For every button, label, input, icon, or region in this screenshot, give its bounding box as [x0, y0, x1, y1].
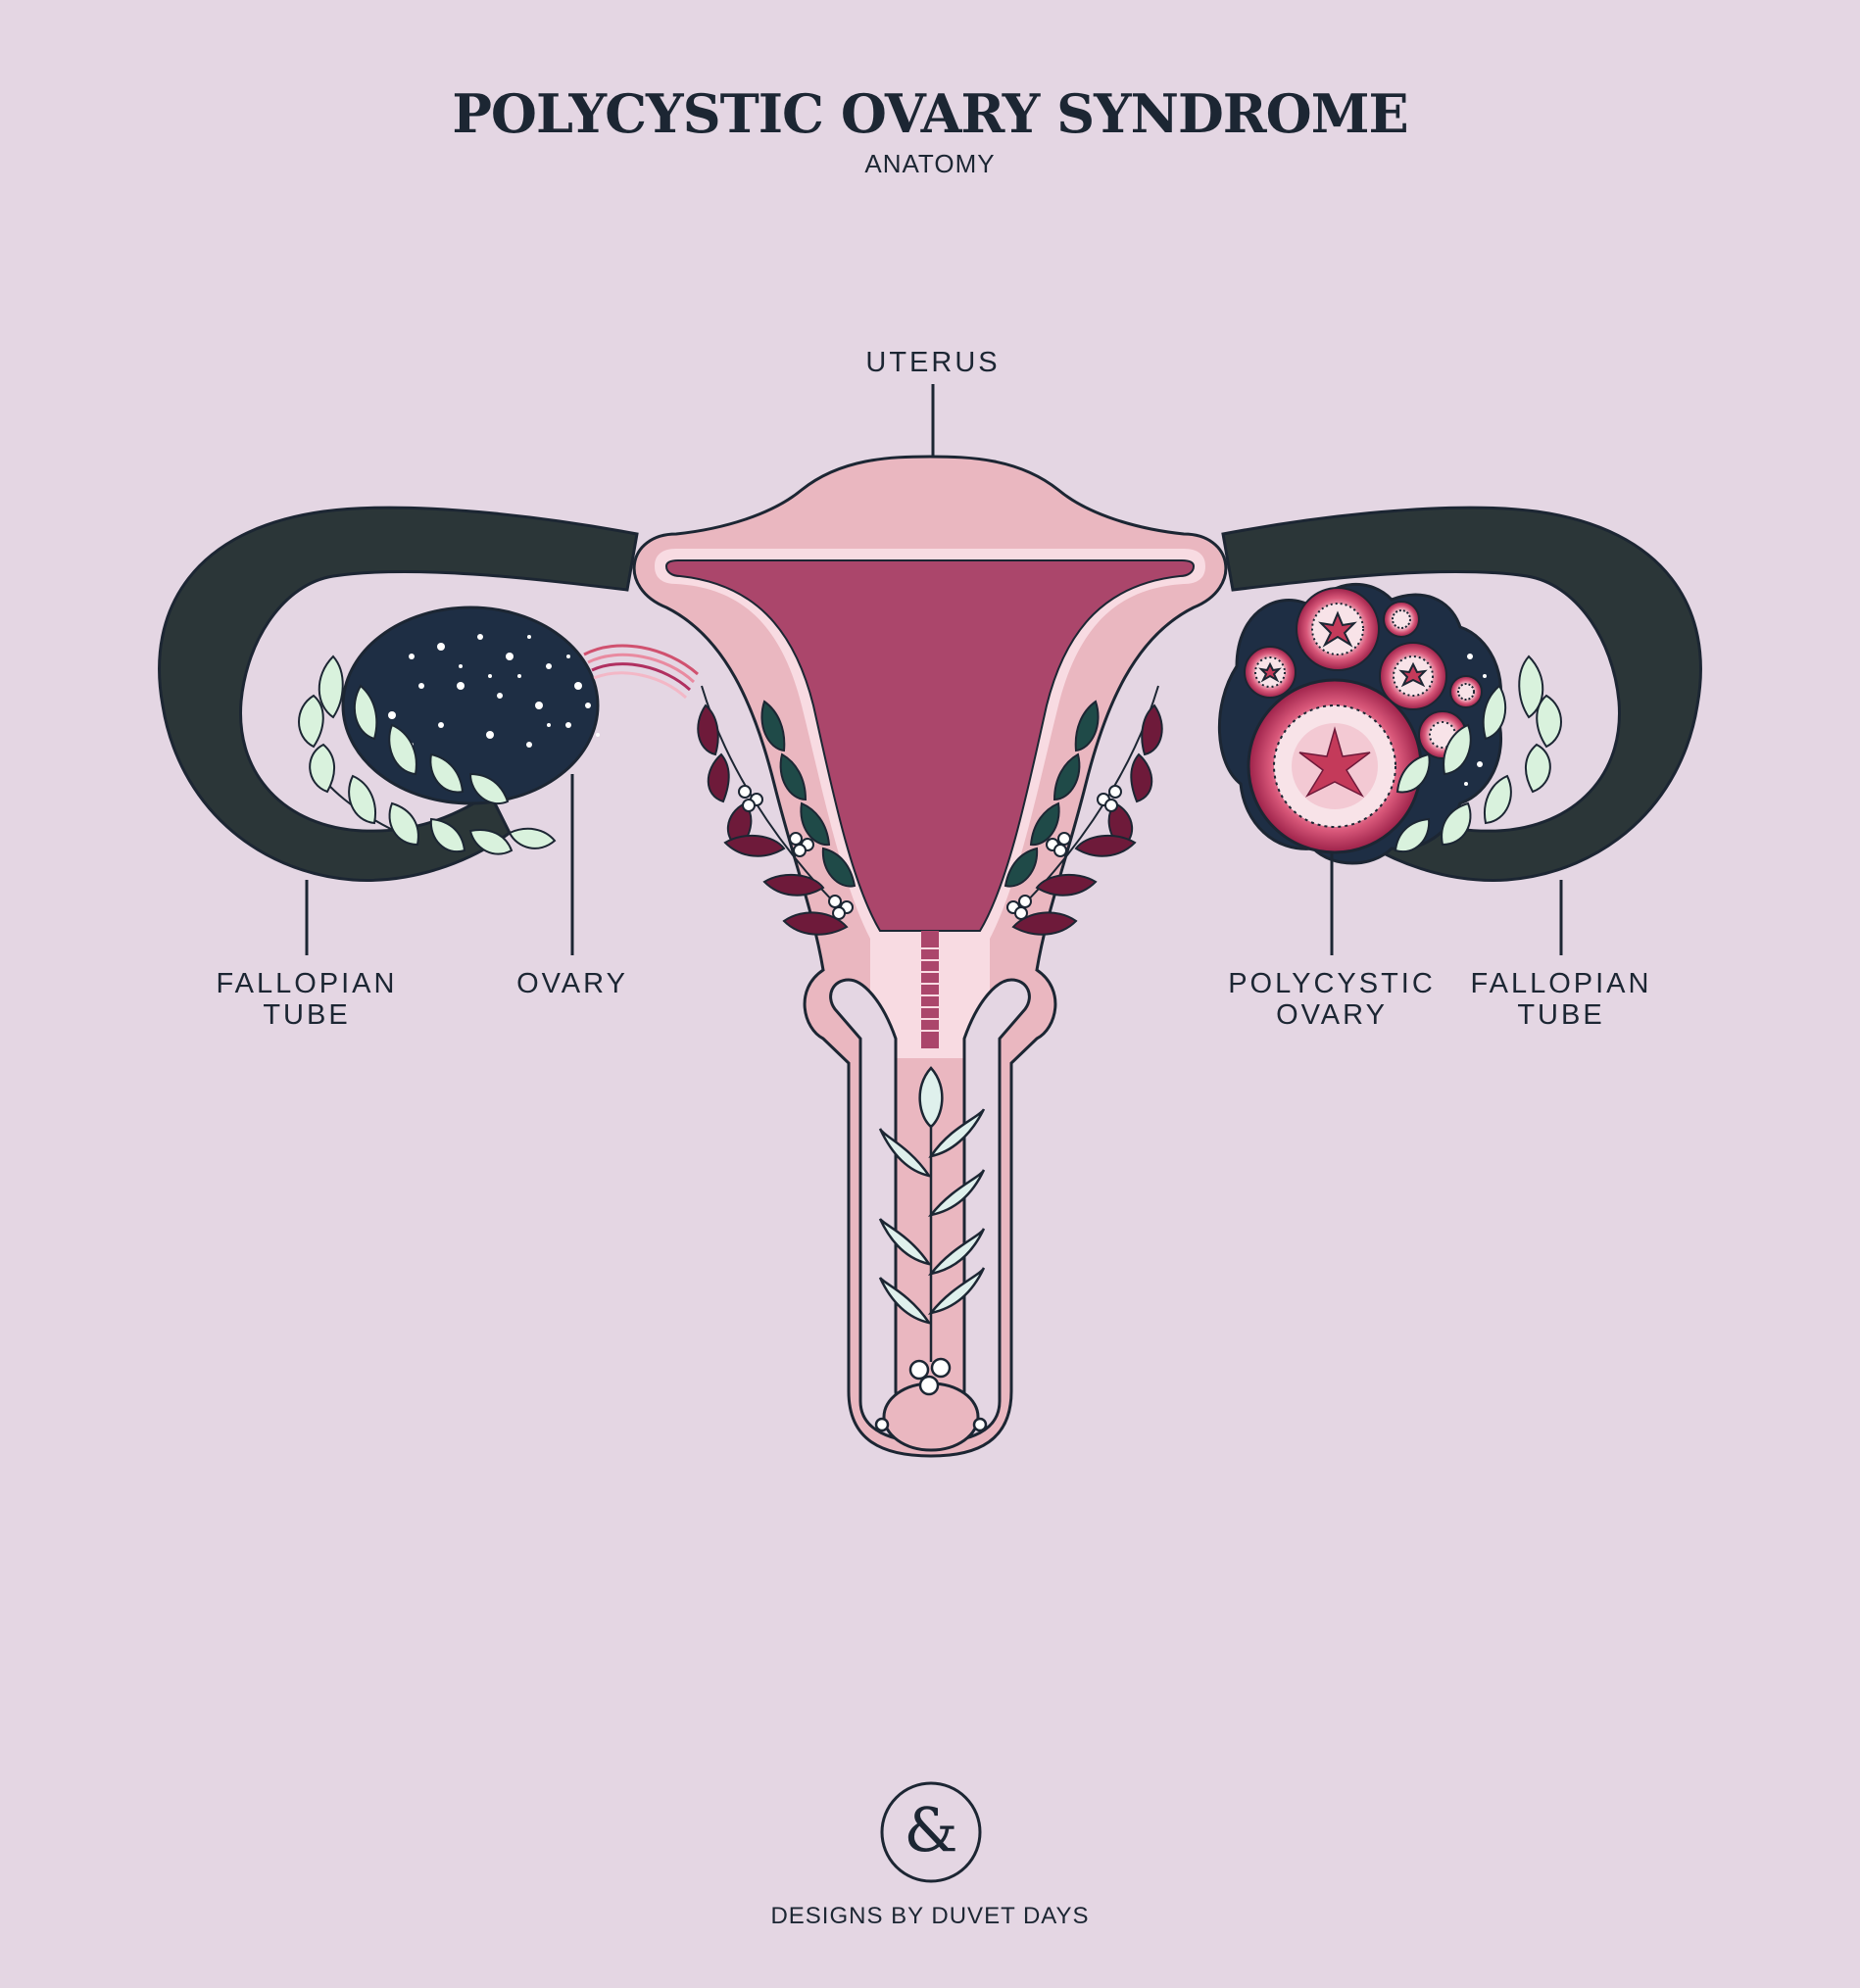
label-fallopian-tube-left-line1: FALLOPIAN [189, 968, 424, 999]
label-polycystic-ovary-line2: OVARY [1204, 999, 1459, 1031]
label-uterus: UTERUS [835, 347, 1031, 378]
label-polycystic-ovary-line1: POLYCYSTIC [1204, 968, 1459, 999]
ovary-left-shape [343, 607, 698, 803]
uterus-shape [634, 457, 1226, 1456]
label-fallopian-tube-left-line2: TUBE [189, 999, 424, 1031]
label-fallopian-tube-right-line1: FALLOPIAN [1444, 968, 1679, 999]
label-fallopian-tube-right: FALLOPIAN TUBE [1444, 968, 1679, 1031]
logo-ampersand: & [882, 1791, 980, 1869]
credit-text: DESIGNS BY DUVET DAYS [0, 1903, 1860, 1930]
label-fallopian-tube-left: FALLOPIAN TUBE [189, 968, 424, 1031]
label-fallopian-tube-right-line2: TUBE [1444, 999, 1679, 1031]
label-polycystic-ovary: POLYCYSTIC OVARY [1204, 968, 1459, 1031]
label-ovary: OVARY [484, 968, 661, 999]
